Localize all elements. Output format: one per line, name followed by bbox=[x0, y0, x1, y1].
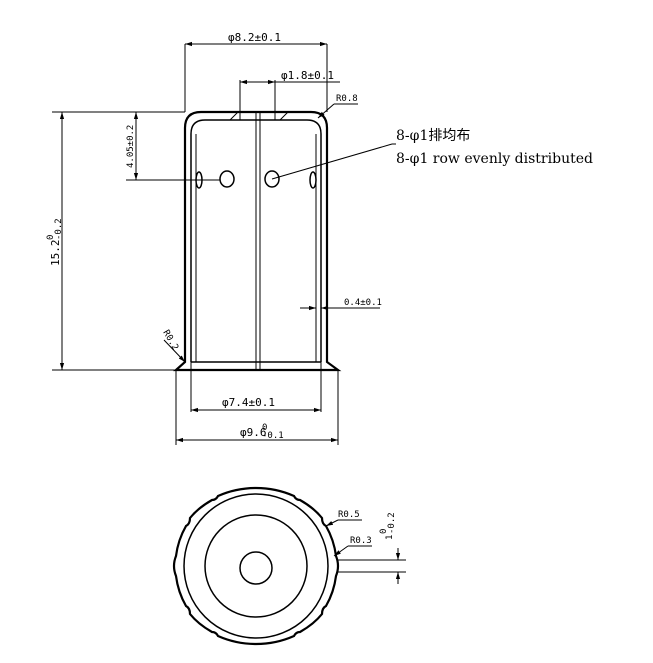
top-radius-label: R0.8 bbox=[336, 94, 358, 104]
outer-wall-outline bbox=[173, 110, 342, 372]
hole-pitch-label: φ1.8±0.1 bbox=[281, 69, 334, 82]
note-line-cn: 8-φ1排均布 bbox=[396, 128, 470, 144]
notch-radius-outer-label: R0.5 bbox=[338, 510, 360, 520]
dim-notch-width: 1 0 -0.2 bbox=[338, 512, 406, 584]
total-height-lower-tol: -0.2 bbox=[54, 218, 64, 240]
dim-top-radius: R0.8 bbox=[317, 94, 358, 119]
hole-height-label: 4.05±0.2 bbox=[126, 125, 136, 168]
wall-thickness-label: 0.4±0.1 bbox=[344, 298, 382, 308]
inner-diameter-label: φ7.4±0.1 bbox=[222, 396, 275, 409]
total-height-upper-tol: 0 bbox=[46, 235, 56, 240]
front-view bbox=[173, 110, 342, 372]
flange-diameter-upper-tol: 0 bbox=[262, 423, 267, 433]
hole-left bbox=[219, 170, 235, 188]
bottom-view bbox=[172, 486, 340, 646]
hole-note: 8-φ1排均布 8-φ1 row evenly distributed bbox=[271, 128, 593, 180]
dim-bottom-radius: R0.2 bbox=[160, 329, 186, 363]
note-line-en: 8-φ1 row evenly distributed bbox=[396, 151, 593, 167]
notch-radius-inner-label: R0.3 bbox=[350, 536, 372, 546]
dim-outer-diameter: φ8.2±0.1 bbox=[184, 31, 328, 112]
top-hatch bbox=[279, 111, 289, 121]
dim-hole-pitch: φ1.8±0.1 bbox=[239, 69, 340, 120]
top-hatch bbox=[229, 111, 239, 121]
dim-total-height: 15.2 0 -0.2 bbox=[46, 111, 185, 371]
flange-diameter-label: φ9.6 bbox=[240, 426, 267, 439]
hole-side-right bbox=[309, 171, 317, 189]
bottom-radius-label: R0.2 bbox=[160, 329, 180, 353]
notch-width-lower-tol: -0.2 bbox=[387, 512, 397, 534]
dim-notch-radius-outer: R0.5 bbox=[325, 510, 362, 527]
outer-diameter-label: φ8.2±0.1 bbox=[228, 31, 281, 44]
dim-inner-diameter: φ7.4±0.1 bbox=[190, 362, 322, 413]
dim-hole-height: 4.05±0.2 bbox=[126, 111, 220, 181]
inner-ring bbox=[204, 514, 308, 618]
center-hole bbox=[239, 551, 273, 585]
dim-notch-radius-inner: R0.3 bbox=[333, 536, 372, 557]
notch-width-upper-tol: 0 bbox=[379, 529, 389, 534]
notch-width-label: 1 bbox=[385, 535, 395, 540]
dim-flange-diameter: φ9.6 0 -0.1 bbox=[175, 370, 339, 445]
knurled-outer-outline bbox=[172, 486, 340, 646]
total-height-label: 15.2 bbox=[49, 240, 62, 267]
hole-right bbox=[264, 170, 280, 188]
flange-diameter-lower-tol: -0.1 bbox=[262, 431, 284, 441]
dim-wall-thickness: 0.4±0.1 bbox=[300, 298, 382, 311]
outer-ring bbox=[183, 493, 329, 639]
